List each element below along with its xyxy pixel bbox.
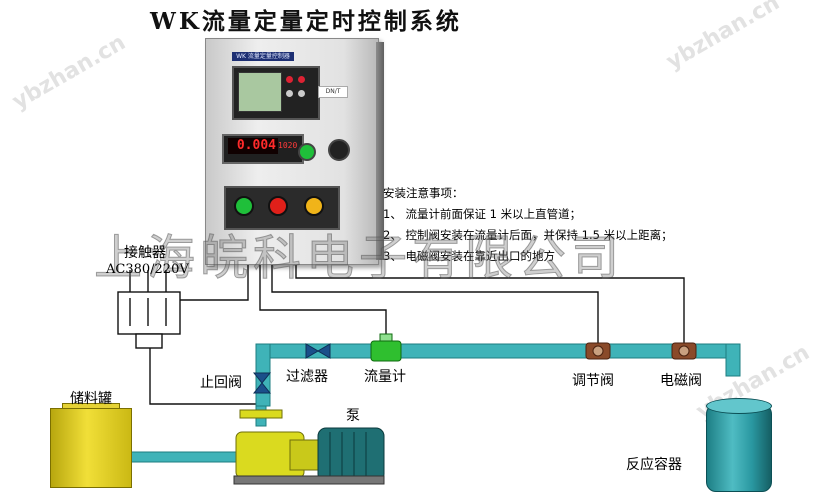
controller-screen bbox=[238, 72, 282, 112]
company-watermark: 上海皖科电子有限公司 bbox=[93, 230, 625, 287]
storage-tank-lid bbox=[62, 403, 120, 412]
reactor-vessel-top bbox=[706, 398, 772, 414]
start-button[interactable] bbox=[298, 143, 316, 161]
meter-secondary-readout: 1020 bbox=[278, 141, 298, 150]
green-lamp-icon bbox=[234, 196, 254, 216]
red-lamp-icon bbox=[268, 196, 288, 216]
installation-notes: 安装注意事项： 1、 流量计前面保证 1 米以上直管道； 2、 控制阀安装在流量… bbox=[383, 183, 673, 267]
wire-to-regulating-valve bbox=[271, 262, 599, 344]
cabinet-sticker: DN/T bbox=[318, 86, 348, 98]
cabinet-nameplate: WK 流量定量控制器 bbox=[232, 52, 294, 61]
check-valve-label: 止回阀 bbox=[200, 375, 242, 391]
reactor-label: 反应容器 bbox=[626, 457, 682, 473]
contactor-label: 接触器 bbox=[124, 245, 166, 261]
regulating-valve-symbol bbox=[585, 342, 611, 360]
yellow-lamp-icon bbox=[304, 196, 324, 216]
wire-to-contactor bbox=[180, 262, 249, 301]
wire-to-solenoid-valve bbox=[295, 262, 685, 344]
controller-button-3[interactable] bbox=[286, 90, 293, 97]
contactor bbox=[117, 291, 181, 349]
reactor-vessel bbox=[706, 404, 772, 492]
signal-wires bbox=[129, 262, 685, 412]
notes-item-2: 2、 控制阀安装在流量计后面，并保持 1.5 米以上距离； bbox=[383, 228, 673, 242]
pump-assembly bbox=[233, 409, 385, 485]
notes-heading: 安装注意事项： bbox=[383, 186, 464, 200]
filter-label: 过滤器 bbox=[286, 369, 328, 385]
controller-button-2[interactable] bbox=[298, 76, 305, 83]
solenoid-valve-label: 电磁阀 bbox=[660, 373, 702, 389]
flowmeter-symbol bbox=[370, 333, 402, 362]
power-label: AC380/220V bbox=[106, 262, 189, 277]
control-cabinet-side bbox=[376, 42, 384, 260]
filter-symbol bbox=[305, 343, 331, 359]
flowmeter-label: 流量计 bbox=[364, 369, 406, 385]
notes-item-1: 1、 流量计前面保证 1 米以上直管道； bbox=[383, 207, 582, 221]
solenoid-valve-symbol bbox=[671, 342, 697, 360]
storage-tank bbox=[50, 408, 132, 488]
meter-main-readout: 0.004 bbox=[228, 138, 278, 154]
control-knob[interactable] bbox=[328, 139, 350, 161]
page-title: WK流量定量定时控制系统 bbox=[150, 8, 462, 35]
check-valve-symbol bbox=[252, 372, 272, 394]
regulating-valve-label: 调节阀 bbox=[572, 373, 614, 389]
main-pipe bbox=[127, 343, 741, 463]
notes-item-3: 3、 电磁阀安装在靠近出口的地方 bbox=[383, 249, 555, 263]
controller-button-4[interactable] bbox=[298, 90, 305, 97]
controller-button-1[interactable] bbox=[286, 76, 293, 83]
pump-label: 泵 bbox=[346, 408, 360, 424]
wire-to-flowmeter bbox=[259, 262, 387, 344]
storage-tank-label: 储料罐 bbox=[70, 391, 112, 407]
